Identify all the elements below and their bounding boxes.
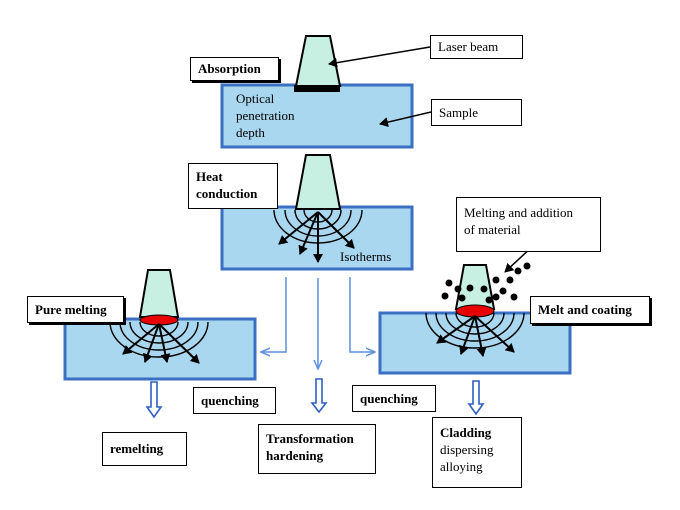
transformation-hardening-label: Transformation hardening <box>258 424 376 474</box>
melt-and-coating-label: Melt and coating <box>530 296 650 324</box>
melt-pool-right <box>455 304 495 318</box>
heat-flow-arrows-left <box>122 323 200 364</box>
hollow-arrow-remelting <box>145 381 163 419</box>
hollow-arrow-cladding <box>467 380 485 416</box>
laser-beam-absorption <box>294 35 342 87</box>
cladding-dispersing-alloying-label: Cladding dispersing alloying <box>432 417 522 488</box>
heat-conduction-label: Heat conduction <box>188 163 278 209</box>
hollow-arrow-transformation <box>310 378 328 414</box>
quenching-left-label: quenching <box>193 387 276 414</box>
absorption-layer <box>294 85 340 92</box>
alloying-text: alloying <box>440 459 483 474</box>
isotherm-arcs-right <box>425 312 525 349</box>
laser-beam-pointer <box>328 46 431 68</box>
melting-addition-label: Melting and addition of material <box>456 197 601 252</box>
isotherms-label: Isotherms <box>340 249 392 264</box>
laser-beam-label: Laser beam <box>430 35 523 59</box>
optical-penetration-depth-label: Optical penetration depth <box>236 91 295 140</box>
powder-particles <box>441 262 531 304</box>
pure-melting-label: Pure melting <box>27 296 124 323</box>
sample-pointer <box>379 111 432 128</box>
heat-flow-arrows-right <box>436 315 515 357</box>
quenching-right-label: quenching <box>352 385 436 412</box>
heat-flow-arrows-center <box>278 211 355 263</box>
sample-label: Sample <box>431 99 522 126</box>
remelting-label: remelting <box>102 432 187 466</box>
melt-pool-left <box>139 314 179 326</box>
flow-arrows <box>262 277 374 368</box>
cladding-text: Cladding <box>440 425 492 440</box>
laser-beam-pure-melting <box>138 269 180 318</box>
sample-block-absorption <box>220 83 414 149</box>
dispersing-text: dispersing <box>440 442 494 457</box>
laser-beam-heat-conduction <box>294 154 342 210</box>
absorption-label: Absorption <box>190 57 279 81</box>
isotherm-arcs-left <box>109 321 209 358</box>
